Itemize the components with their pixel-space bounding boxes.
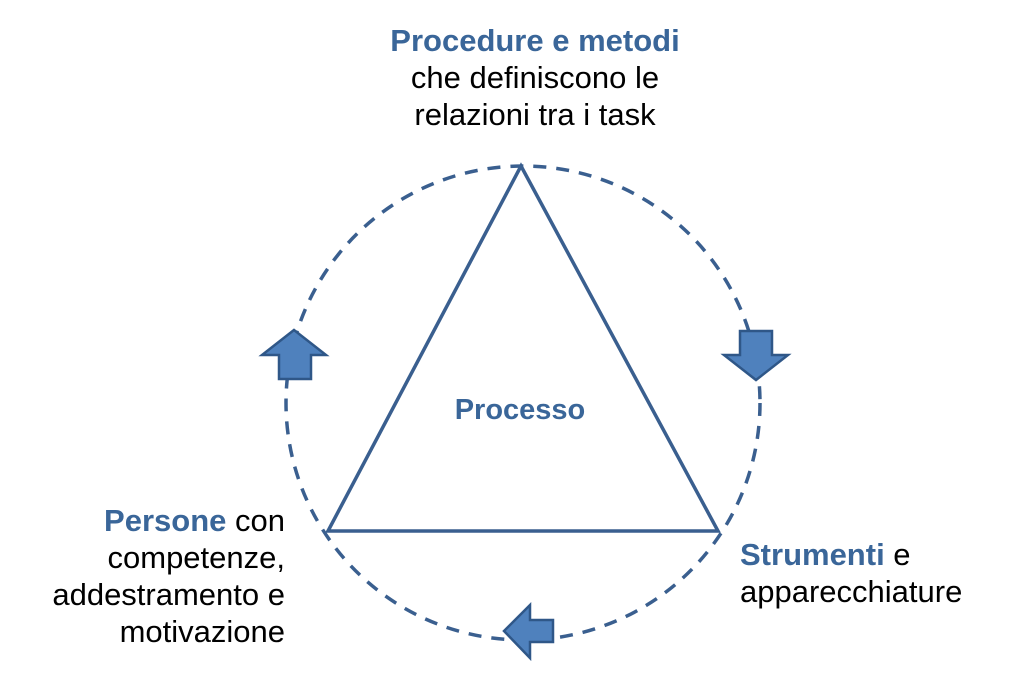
node-desc-people-line2: competenze, (107, 540, 286, 575)
node-label-procedures: Procedure e metodi che definiscono le re… (310, 22, 760, 133)
node-title-procedures: Procedure e metodi (390, 23, 680, 58)
node-desc-procedures-line2: relazioni tra i task (414, 97, 656, 132)
node-desc-people-line4: motivazione (119, 614, 285, 649)
process-triangle (325, 162, 721, 533)
node-label-people: Persone con competenze, addestramento e … (30, 502, 285, 650)
node-title-people: Persone (104, 503, 227, 538)
node-desc-people-line1: con (226, 503, 285, 538)
arrow-up-icon (258, 328, 330, 381)
node-desc-tools-line2: apparecchiature (740, 574, 963, 609)
node-title-tools: Strumenti (740, 537, 885, 572)
node-label-process: Processo (454, 394, 586, 426)
node-label-tools: Strumenti e apparecchiature (740, 536, 1010, 610)
arrow-down-icon (720, 329, 792, 382)
node-desc-procedures-line1: che definiscono le (410, 60, 660, 95)
arrow-left-icon (502, 601, 555, 662)
node-desc-tools-line1: e (884, 537, 911, 572)
node-desc-people-line3: addestramento e (52, 577, 285, 612)
